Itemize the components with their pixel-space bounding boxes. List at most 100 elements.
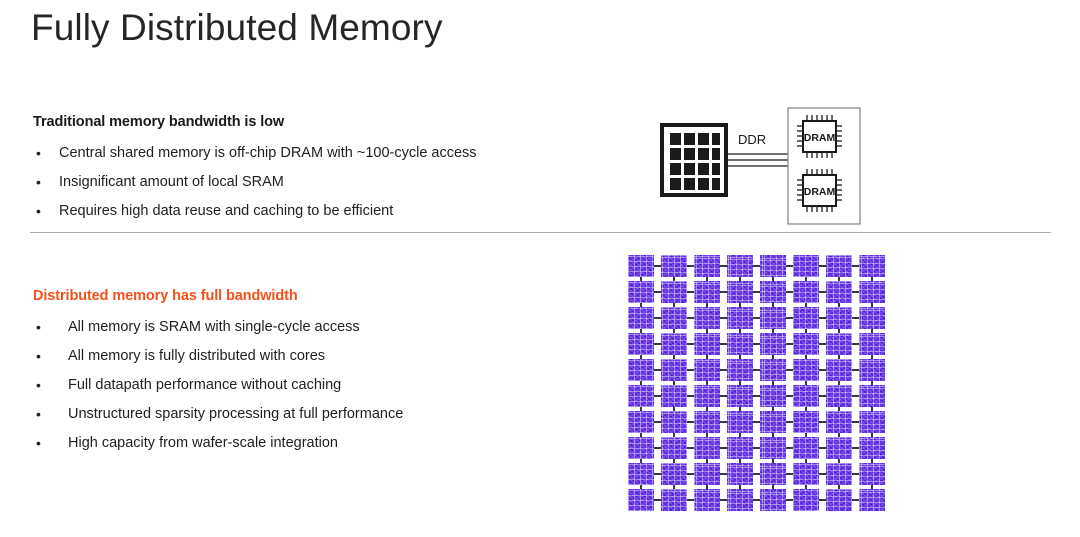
mesh-link-vertical (706, 407, 708, 411)
mesh-link-horizontal (753, 499, 760, 501)
mesh-link-vertical (739, 277, 741, 281)
mesh-link-vertical (805, 433, 807, 437)
core-tile (661, 489, 687, 511)
core-tile (793, 359, 819, 381)
bullet-dot-icon: • (36, 174, 41, 190)
mesh-link-horizontal (753, 395, 760, 397)
core-tile (859, 489, 885, 511)
mesh-link-horizontal (786, 473, 793, 475)
mesh-link-horizontal (720, 447, 727, 449)
mesh-link-horizontal (687, 369, 694, 371)
core-tile (760, 359, 786, 381)
core-tile (793, 463, 819, 485)
mesh-link-horizontal (687, 499, 694, 501)
mesh-link-vertical (871, 355, 873, 359)
mesh-link-vertical (772, 407, 774, 411)
core-tile (628, 437, 654, 459)
mesh-link-vertical (739, 485, 741, 489)
mesh-link-horizontal (720, 499, 727, 501)
core-tile-fill (826, 359, 852, 381)
mesh-link-vertical (871, 407, 873, 411)
core-tile-fill (859, 411, 885, 433)
mesh-link-horizontal (852, 473, 859, 475)
core-tile-fill (859, 307, 885, 329)
mesh-link-horizontal (720, 343, 727, 345)
core-tile-fill (628, 411, 654, 433)
section-heading-traditional: Traditional memory bandwidth is low (33, 114, 285, 130)
dram-chip-label: DRAM (804, 132, 836, 144)
core-tile (760, 411, 786, 433)
core-tile (826, 255, 852, 277)
mesh-link-vertical (706, 485, 708, 489)
core-tile (793, 437, 819, 459)
mesh-link-vertical (640, 381, 642, 385)
core-tile (727, 307, 753, 329)
core-tile-fill (661, 489, 687, 511)
mesh-link-horizontal (786, 291, 793, 293)
core-tile (793, 307, 819, 329)
mesh-link-horizontal (654, 447, 661, 449)
mesh-link-horizontal (852, 343, 859, 345)
core-tile-fill (826, 307, 852, 329)
mesh-link-vertical (772, 277, 774, 281)
mesh-link-horizontal (654, 343, 661, 345)
core-tile-fill (628, 463, 654, 485)
core-tile-fill (694, 307, 720, 329)
core-tile-fill (859, 385, 885, 407)
list-item-label: All memory is SRAM with single-cycle acc… (68, 319, 360, 335)
mesh-link-horizontal (687, 421, 694, 423)
mesh-link-vertical (673, 407, 675, 411)
ddr-bus-lines (727, 153, 788, 167)
mesh-link-horizontal (720, 395, 727, 397)
mesh-link-vertical (772, 303, 774, 307)
core-tile-fill (826, 489, 852, 511)
mesh-link-horizontal (687, 473, 694, 475)
mesh-link-horizontal (720, 265, 727, 267)
core-tile-fill (826, 463, 852, 485)
list-item-label: Central shared memory is off-chip DRAM w… (59, 145, 477, 161)
core-tile-fill (661, 411, 687, 433)
core-tile-fill (760, 255, 786, 277)
core-tile (694, 411, 720, 433)
bullet-dot-icon: • (36, 348, 41, 364)
mesh-link-vertical (640, 355, 642, 359)
mesh-link-vertical (805, 485, 807, 489)
mesh-link-vertical (739, 433, 741, 437)
mesh-link-vertical (673, 303, 675, 307)
core-tile (859, 359, 885, 381)
mesh-link-vertical (673, 485, 675, 489)
core-tile (727, 489, 753, 511)
mesh-link-vertical (673, 329, 675, 333)
core-tile (628, 359, 654, 381)
mesh-link-horizontal (753, 473, 760, 475)
core-tile (760, 489, 786, 511)
core-tile-fill (628, 385, 654, 407)
mesh-link-vertical (739, 355, 741, 359)
mesh-link-vertical (739, 329, 741, 333)
list-item: • High capacity from wafer-scale integra… (33, 429, 403, 458)
bullet-dot-icon: • (36, 435, 41, 451)
mesh-link-horizontal (786, 317, 793, 319)
core-tile (826, 463, 852, 485)
core-tile (859, 255, 885, 277)
core-tile (760, 333, 786, 355)
mesh-link-horizontal (852, 447, 859, 449)
mesh-link-horizontal (654, 369, 661, 371)
core-tile (760, 463, 786, 485)
core-tile (760, 255, 786, 277)
mesh-link-vertical (838, 277, 840, 281)
core-tile-fill (760, 489, 786, 511)
core-tile (760, 281, 786, 303)
mesh-link-horizontal (852, 369, 859, 371)
mesh-link-vertical (805, 407, 807, 411)
mesh-link-horizontal (687, 343, 694, 345)
mesh-link-vertical (673, 433, 675, 437)
core-tile (661, 463, 687, 485)
mesh-link-horizontal (819, 317, 826, 319)
core-tile (793, 411, 819, 433)
mesh-link-vertical (805, 459, 807, 463)
mesh-link-vertical (640, 433, 642, 437)
mesh-link-horizontal (753, 447, 760, 449)
core-tile (826, 333, 852, 355)
core-tile (661, 281, 687, 303)
